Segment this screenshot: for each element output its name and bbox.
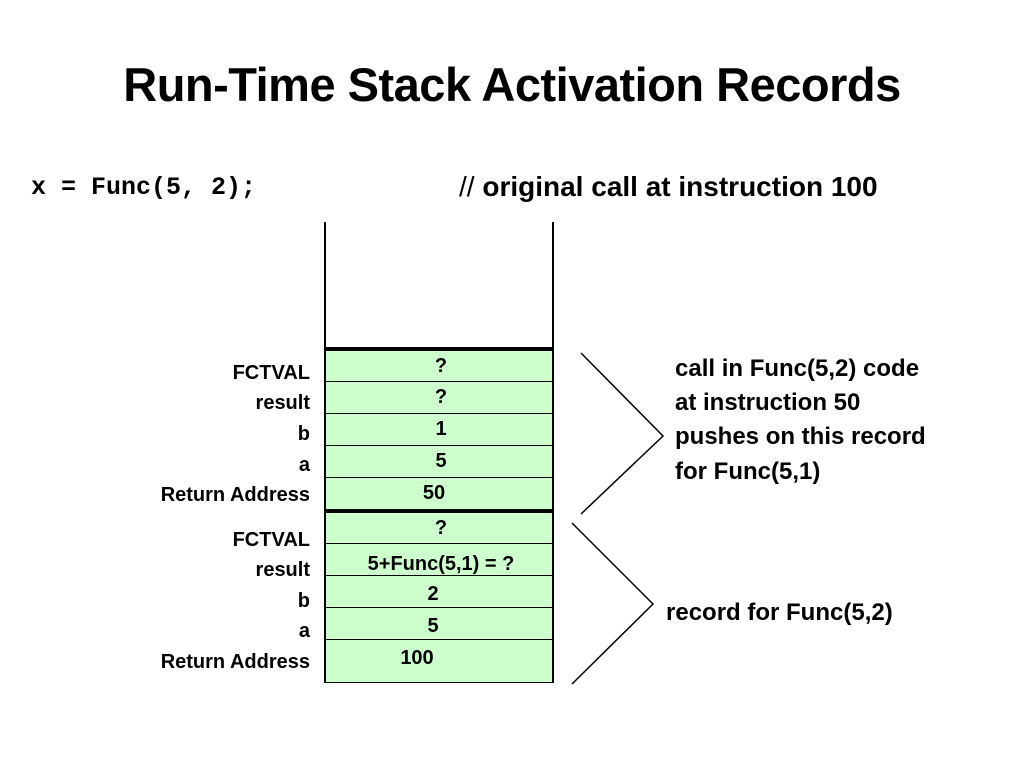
stack-cell-return-address: 50 (324, 478, 554, 510)
field-label-a: a (298, 620, 310, 642)
comment-text: original call at instruction 100 (482, 171, 878, 202)
record-note-line: at instruction 50 (675, 389, 861, 416)
stack-cell-a: 5 (324, 608, 554, 640)
record-note-line: call in Func(5,2) code (675, 355, 920, 382)
cell-value: ? (434, 355, 448, 377)
stack-right-wall (552, 222, 554, 350)
record-bracket (580, 352, 665, 515)
field-label-fctval: FCTVAL (232, 362, 310, 384)
comment-slashes: // (459, 171, 475, 202)
code-statement: x = Func(5, 2); (31, 173, 257, 202)
cell-value: 100 (400, 647, 434, 669)
field-label-return-address: Return Address (160, 651, 310, 673)
record-note-line: record for Func(5,2) (666, 599, 893, 626)
record-bracket (571, 522, 655, 685)
cell-value: 50 (422, 482, 446, 504)
stack-cell-result: 5+Func(5,1) = ? (324, 544, 554, 576)
cell-value: 2 (427, 583, 439, 605)
cell-value: ? (434, 517, 448, 539)
stack-cell-fctval: ? (324, 513, 554, 544)
field-label-a: a (298, 454, 310, 476)
cell-value: ? (434, 386, 448, 408)
record-note-line: pushes on this record (675, 423, 926, 450)
field-label-result: result (255, 392, 310, 414)
field-label-result: result (255, 559, 310, 581)
cell-value: 1 (435, 418, 447, 440)
stack-cell-b: 2 (324, 576, 554, 608)
cell-value: 5+Func(5,1) = ? (367, 553, 515, 575)
stack-cell-a: 5 (324, 446, 554, 478)
field-label-fctval: FCTVAL (232, 529, 310, 551)
record-top-bar (324, 509, 554, 513)
code-comment: // original call at instruction 100 (459, 168, 878, 206)
field-label-b: b (297, 590, 310, 612)
stack-cell-b: 1 (324, 414, 554, 446)
field-label-b: b (297, 423, 310, 445)
record-note-line: for Func(5,1) (675, 458, 821, 485)
field-label-return-address: Return Address (160, 484, 310, 506)
stack-cell-result: ? (324, 382, 554, 414)
stack-cell-return-address: 100 (324, 640, 554, 683)
record-top-bar (324, 347, 554, 351)
slide-title: Run-Time Stack Activation Records (123, 58, 901, 111)
cell-value: 5 (435, 450, 447, 472)
cell-value: 5 (427, 615, 439, 637)
stack-cell-fctval: ? (324, 351, 554, 382)
stack-left-wall (324, 222, 326, 350)
